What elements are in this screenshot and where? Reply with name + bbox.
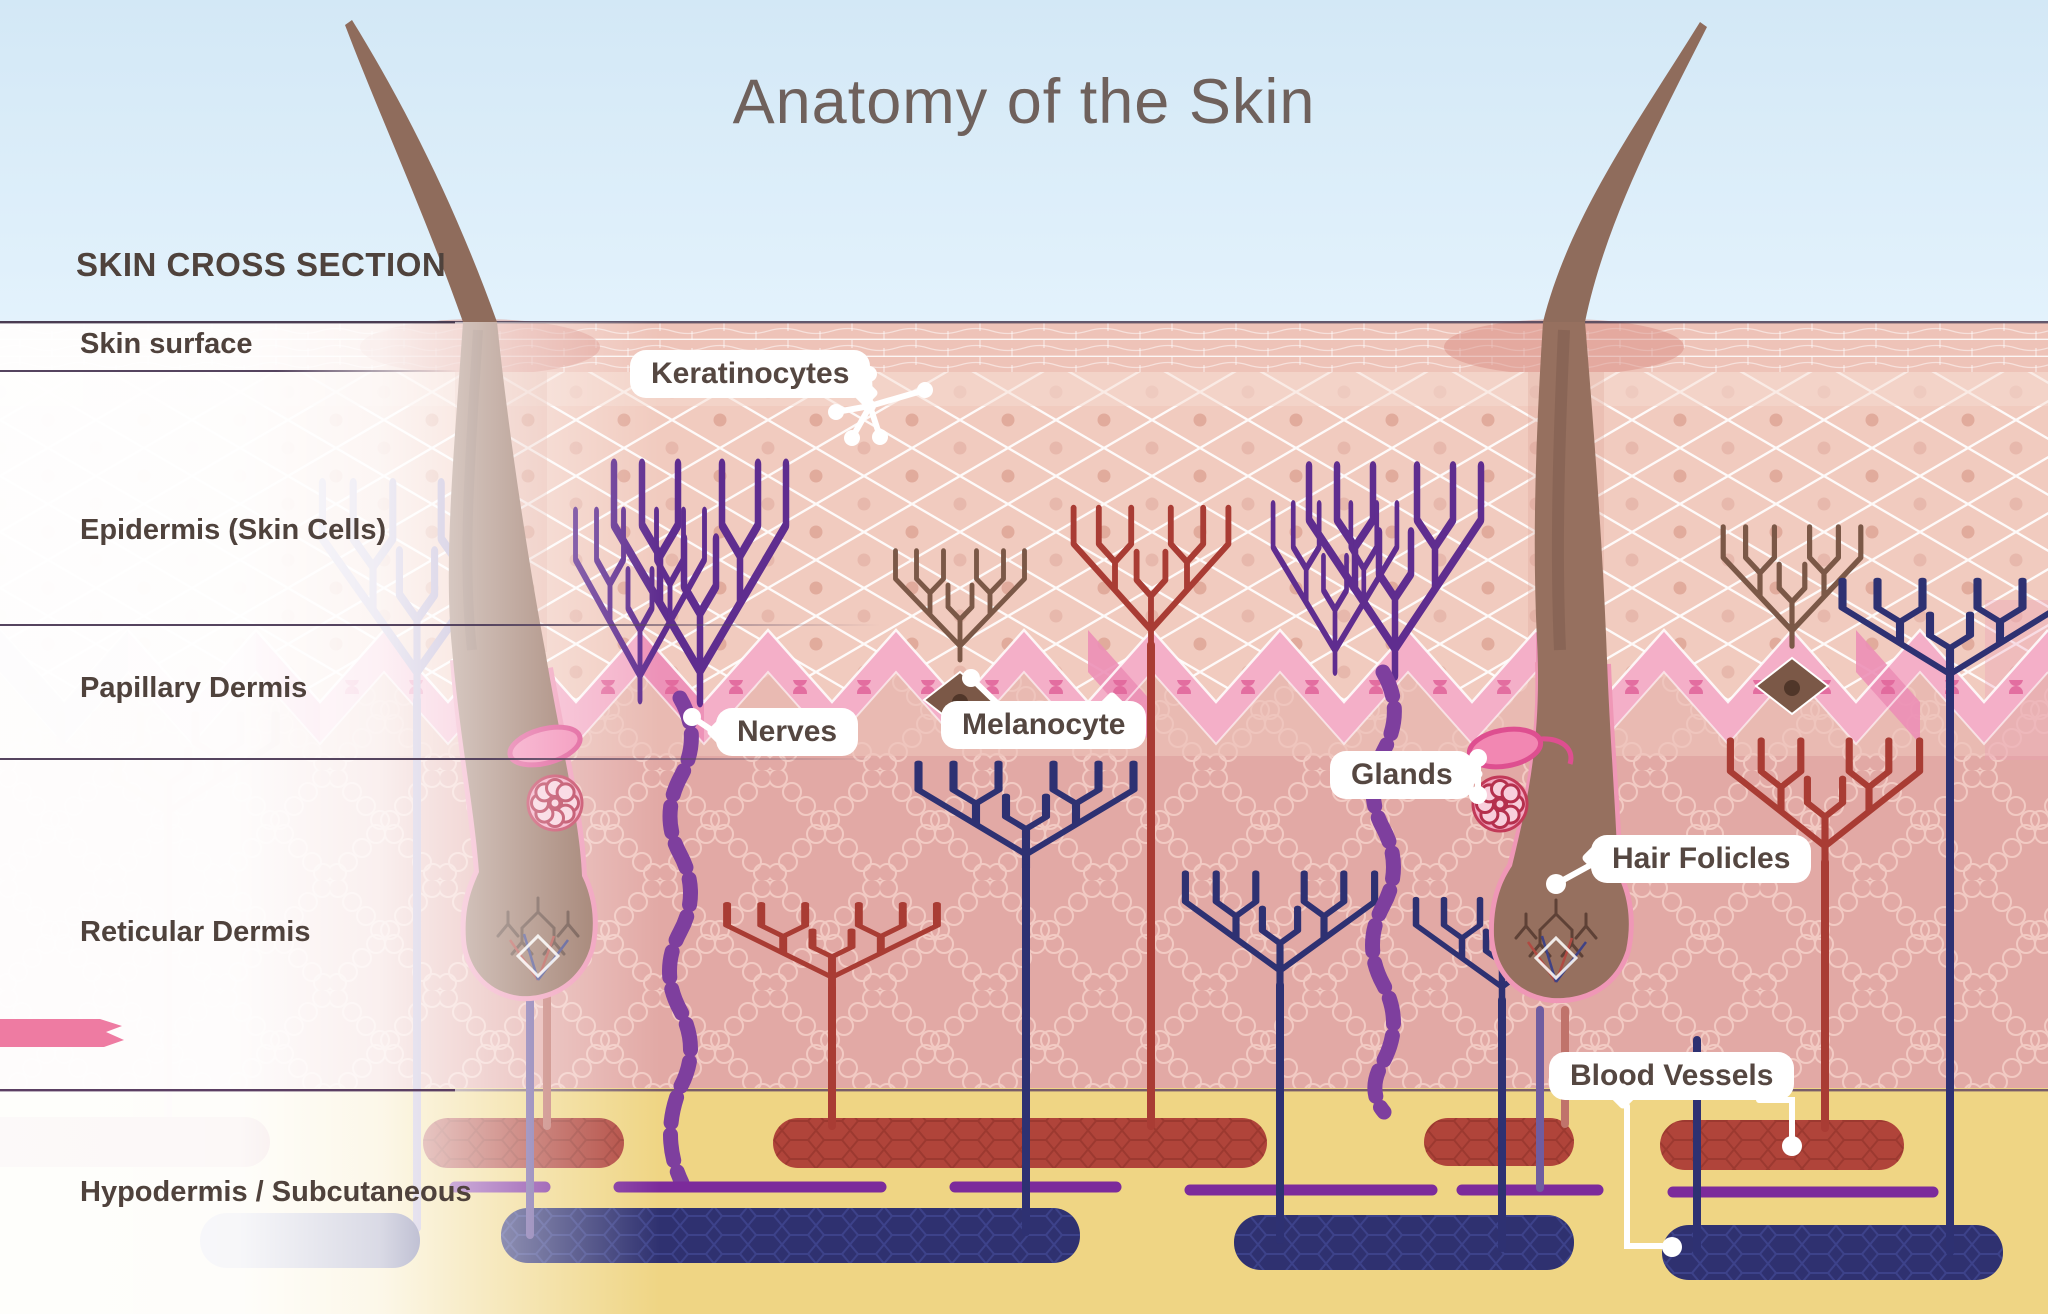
sky-background — [0, 0, 2048, 322]
callout-nerves: Nerves — [705, 708, 859, 756]
callout-blood-vessels-label: Blood Vessels — [1570, 1059, 1774, 1092]
section-heading: SKIN CROSS SECTION — [76, 246, 447, 283]
callout-keratinocytes: Keratinocytes — [630, 350, 880, 408]
layer-label-skin-surface: Skin surface — [80, 328, 253, 360]
callout-glands-label: Glands — [1351, 758, 1453, 791]
hypodermis-nerve-lines — [449, 1181, 1939, 1198]
callout-hair-folicles: Hair Folicles — [1580, 835, 1812, 883]
skin-surface-layer — [0, 319, 2048, 375]
layer-label-reticular-dermis: Reticular Dermis — [80, 916, 311, 948]
callout-melanocyte: Melanocyte — [941, 690, 1147, 749]
page-title: Anatomy of the Skin — [732, 67, 1316, 137]
layer-label-epidermis: Epidermis (Skin Cells) — [80, 514, 387, 546]
callout-melanocyte-label: Melanocyte — [962, 708, 1126, 741]
callout-blood-vessels: Blood Vessels — [1549, 1052, 1795, 1111]
callout-keratinocytes-label: Keratinocytes — [651, 357, 850, 390]
callout-hair-folicles-label: Hair Folicles — [1612, 842, 1791, 875]
callout-nerves-label: Nerves — [737, 715, 838, 748]
layer-label-hypodermis: Hypodermis / Subcutaneous — [80, 1176, 472, 1208]
layer-label-papillary-dermis: Papillary Dermis — [80, 672, 308, 704]
callout-glands: Glands — [1330, 751, 1484, 799]
